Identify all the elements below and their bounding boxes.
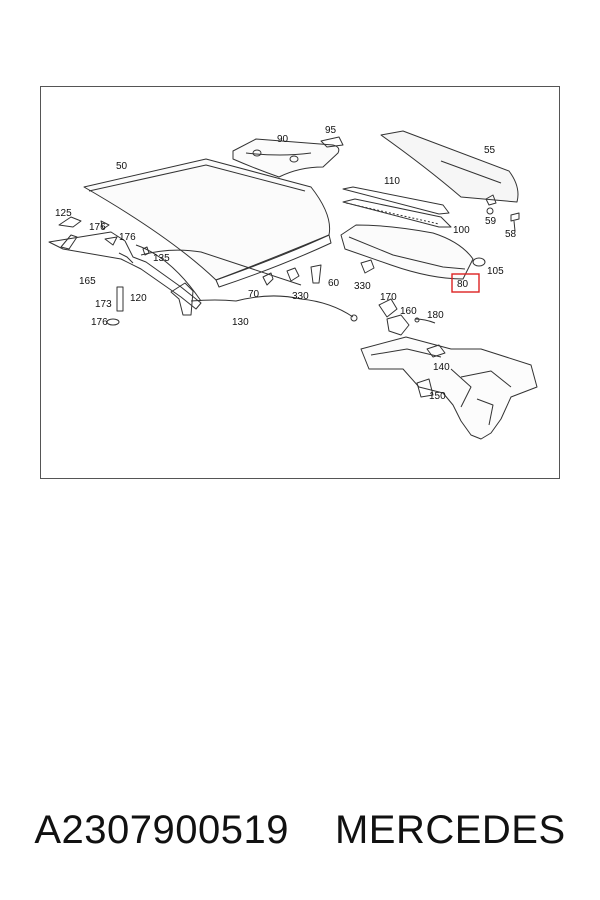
part-label-120: 120 [130, 293, 147, 304]
part-caption: A2307900519 MERCEDES [0, 800, 600, 860]
part-label-70: 70 [248, 289, 260, 300]
part-label-160: 160 [400, 306, 417, 317]
part-label-330: 330 [354, 281, 371, 292]
fasteners-drawing [472, 194, 520, 267]
part-label-80: 80 [457, 279, 469, 290]
parts-diagram-frame: 50 90 95 55 110 100 125 176 176 135 165 … [40, 86, 560, 479]
part-label-330: 330 [292, 291, 309, 302]
rear-panel-drawing [340, 224, 474, 280]
front-header-drawing [232, 136, 344, 178]
part-label-55: 55 [484, 145, 496, 156]
part-label-170: 170 [380, 292, 397, 303]
part-label-150: 150 [429, 391, 446, 402]
part-label-59: 59 [485, 216, 497, 227]
latch-drawing [378, 298, 436, 336]
part-label-180: 180 [427, 310, 444, 321]
part-label-176: 176 [91, 317, 108, 328]
part-label-176: 176 [89, 222, 106, 233]
part-label-125: 125 [55, 208, 72, 219]
trim-strips-drawing [342, 186, 452, 228]
left-hinge-mechanism-drawing [48, 216, 358, 326]
part-label-60: 60 [328, 278, 340, 289]
part-label-130: 130 [232, 317, 249, 328]
part-label-95: 95 [325, 125, 337, 136]
highlight-box [451, 273, 480, 293]
roof-panel-drawing [83, 158, 332, 288]
support-frame-drawing [360, 336, 538, 440]
part-label-105: 105 [487, 266, 504, 277]
part-label-176: 176 [119, 232, 136, 243]
part-label-140: 140 [433, 362, 450, 373]
brand-name: MERCEDES [334, 807, 566, 852]
rear-glass-drawing [380, 130, 519, 203]
part-label-90: 90 [277, 134, 289, 145]
part-label-135: 135 [153, 253, 170, 264]
part-number: A2307900519 [34, 807, 289, 852]
parts-diagram: 50 90 95 55 110 100 125 176 176 135 165 … [48, 125, 538, 440]
part-label-58: 58 [505, 229, 517, 240]
part-label-173: 173 [95, 299, 112, 310]
part-label-110: 110 [384, 176, 400, 187]
part-label-100: 100 [453, 225, 470, 236]
part-label-50: 50 [116, 161, 128, 172]
clip-parts-drawing [262, 259, 375, 286]
part-label-165: 165 [79, 276, 96, 287]
